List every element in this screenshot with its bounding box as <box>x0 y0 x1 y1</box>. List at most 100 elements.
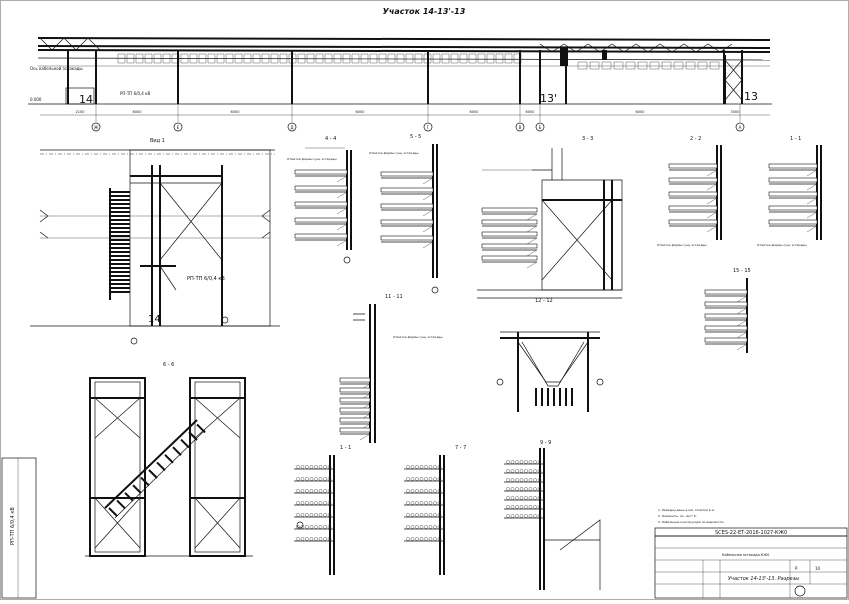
cable-tray <box>704 337 748 343</box>
section-title-2-2: 2 - 2 <box>690 136 701 142</box>
tray-note-1-1: Отметка фермы сущ. эстакады <box>757 243 807 247</box>
tray-note-4-4: Отметка фермы сущ. эстакады <box>287 157 337 161</box>
cable-tray <box>704 301 748 307</box>
cable-tray <box>768 177 818 183</box>
cable-tray <box>380 235 434 241</box>
section-7-7: 7 - 7 <box>404 445 466 575</box>
dimension-label: 6000 <box>526 110 535 114</box>
section-title-3-3: 3 - 3 <box>582 136 593 142</box>
axis-letter: В <box>519 125 522 130</box>
title-block-title2: Участок 14-13'-13. Разрезы <box>728 576 799 582</box>
cable-tray <box>294 233 348 239</box>
cable-tray <box>668 191 718 197</box>
axis-letter: А <box>739 125 742 130</box>
section-11-11: 11 - 11 Отметка фермы сущ. эстакады <box>339 294 443 443</box>
tray-note-5-5: Отметка фермы сущ. эстакады <box>369 151 419 155</box>
cable-tray <box>339 387 371 393</box>
dimension-label: 6000 <box>133 110 142 114</box>
cable-tray <box>768 219 818 225</box>
cable-tray <box>380 219 434 225</box>
section-1-1-bottom: 1 - 1 <box>294 445 351 575</box>
section-3-3: 3 - 3 <box>477 136 623 299</box>
axis-marker <box>423 122 433 132</box>
drawing-title: Участок 14-13'-13 <box>383 7 466 16</box>
axis-letter: Ж <box>94 125 99 130</box>
section-title-1-1-bottom: 1 - 1 <box>340 445 351 451</box>
cable-tray <box>704 313 748 319</box>
cable-tray <box>294 201 348 207</box>
section-title-view1: Вид 1 <box>150 138 165 144</box>
section-15-15: 15 - 15 <box>704 268 751 353</box>
cable-tray <box>668 219 718 225</box>
cable-tray <box>668 205 718 211</box>
section-title-9-9: 9 - 9 <box>540 440 551 446</box>
section-title-7-7: 7 - 7 <box>455 445 466 451</box>
section-8-8: 9 - 9 <box>504 440 601 590</box>
note-2: 2. Элементы, см. лист 6. <box>658 514 697 518</box>
cable-tray <box>294 217 348 223</box>
elevation-zero-label: 0.000 <box>30 97 42 102</box>
cable-tray <box>768 191 818 197</box>
grid-label-13: 13 <box>744 90 758 103</box>
cable-tray <box>380 187 434 193</box>
cable-tray <box>704 325 748 331</box>
axis-marker <box>287 122 297 132</box>
axis-letter: Д <box>290 125 293 130</box>
section-title-4-4: 4 - 4 <box>325 136 336 142</box>
axis-marker <box>91 122 101 132</box>
dimension-label: 6000 <box>231 110 240 114</box>
cable-tray <box>668 163 718 169</box>
section-6-6: 6 - 6 <box>85 362 253 557</box>
section-title-1-1-right: 1 - 1 <box>790 136 801 142</box>
grid-label-14-view1: 14 <box>148 314 161 325</box>
left-note: Ось кабельной эстакады <box>30 66 83 71</box>
section-12-12: 12 - 12 <box>496 298 604 412</box>
section-2-2: 2 - 2 Отметка фермы сущ. эстакады <box>657 136 722 247</box>
axis-marker <box>535 122 545 132</box>
axis-letter: Г <box>427 125 430 130</box>
dimension-label: 6000 <box>470 110 479 114</box>
sheet-number: 10 <box>815 566 821 571</box>
dimension-label: 6000 <box>636 110 645 114</box>
section-title-11-11: 11 - 11 <box>385 294 403 300</box>
tray-note-2-2: Отметка фермы сущ. эстакады <box>657 243 707 247</box>
cable-tray <box>294 169 348 175</box>
cable-tray <box>339 397 371 403</box>
dimension-label: 3000 <box>731 110 740 114</box>
section-5-5: 5 - 5 Отметка фермы сущ. эстакады <box>369 134 439 294</box>
cable-tray <box>380 203 434 209</box>
section-title-15-15: 15 - 15 <box>733 268 751 274</box>
cable-tray <box>481 255 538 261</box>
cable-tray <box>339 417 371 423</box>
axis-letter: Е <box>177 125 180 130</box>
cable-tray <box>481 219 538 225</box>
cable-tray <box>294 185 348 191</box>
cable-tray <box>704 289 748 295</box>
grid-label-14: 14 <box>79 93 93 106</box>
axis-marker <box>515 122 525 132</box>
section-title-5-5: 5 - 5 <box>410 134 421 140</box>
axis-marker <box>735 122 745 132</box>
view-1: Вид 1 РП-ТП 6/0,4 кВ 14 <box>30 138 280 345</box>
axis-marker <box>173 122 183 132</box>
cable-tray <box>668 177 718 183</box>
tray-note-11-11: Отметка фермы сущ. эстакады <box>393 335 443 339</box>
cable-tray <box>339 427 371 433</box>
cable-tray <box>481 243 538 249</box>
rp-label-vertical: РП-ТП 6/0,4 кВ <box>10 507 16 545</box>
note-3: 3. Кабельные конструкции по ведомости. <box>658 520 724 524</box>
section-title-12-12: 12 - 12 <box>535 298 553 304</box>
cable-tray <box>339 407 371 413</box>
left-strip: РП-ТП 6/0,4 кВ <box>1 457 37 599</box>
dimension-label: 6000 <box>356 110 365 114</box>
note-1: 1. Размеры даны в мм, отметки в м. <box>658 508 715 512</box>
cable-tray <box>481 231 538 237</box>
title-block: SCES-22-ЕТ-2016-1027-КЖ0 Кабельная эстак… <box>654 508 848 599</box>
section-title-6-6: 6 - 6 <box>163 362 174 368</box>
axis-letter: Б <box>539 125 542 130</box>
cable-tray <box>481 207 538 213</box>
cable-tray <box>380 171 434 177</box>
rp-label-top: РП-ТП 6/0,4 кВ <box>120 91 151 96</box>
